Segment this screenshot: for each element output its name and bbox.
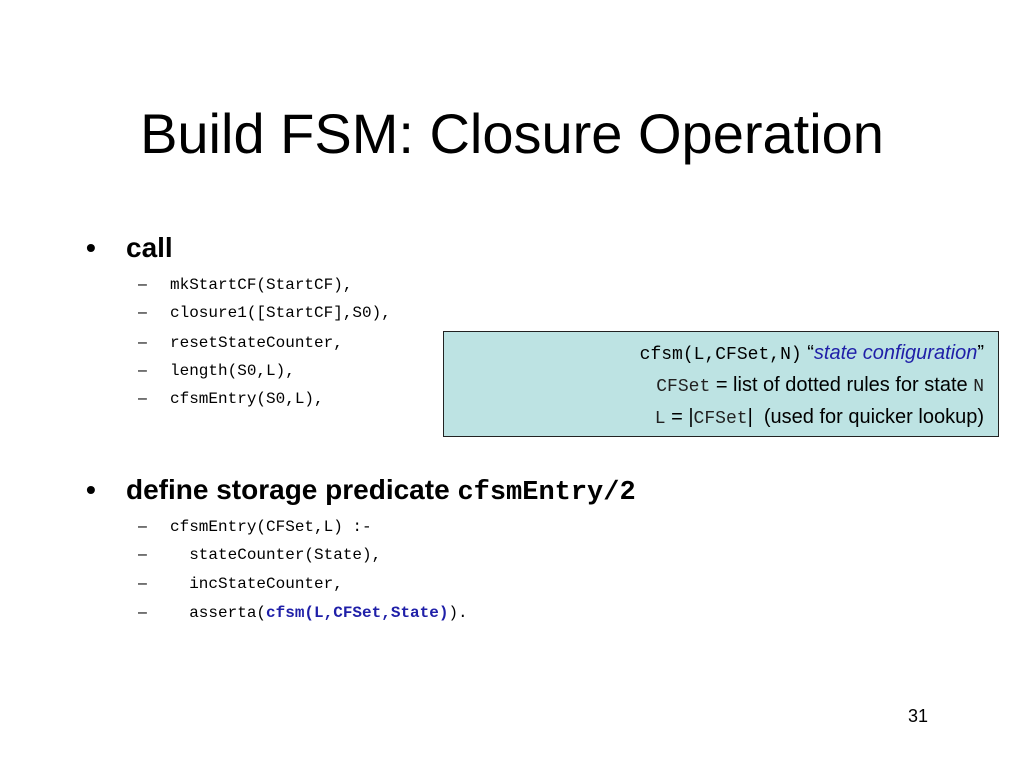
code-line: mkStartCF(StartCF), <box>170 276 353 294</box>
sub-item: – cfsmEntry(S0,L), <box>138 389 324 409</box>
bullet-label: call <box>126 232 173 263</box>
bullet-marker: • <box>86 474 96 505</box>
dash-marker: – <box>138 304 147 321</box>
page-number: 31 <box>908 706 929 726</box>
quote-open: “ <box>801 342 814 364</box>
sub-item: – closure1([StartCF],S0), <box>138 303 391 323</box>
dash-marker: – <box>138 390 147 407</box>
callout-line-1: cfsm(L,CFSet,N) “state configuration” <box>640 340 984 368</box>
callout-text: = | <box>665 406 694 428</box>
assert-argument: cfsm(L,CFSet,State) <box>266 604 449 622</box>
callout-code: cfsm(L,CFSet,N) <box>639 345 802 365</box>
code-line: length(S0,L), <box>170 362 295 380</box>
callout-text: | <box>747 406 753 428</box>
code-line: asserta( <box>170 604 267 622</box>
sub-item: – incStateCounter, <box>138 574 343 594</box>
callout-text: (used for quicker lookup) <box>752 406 984 428</box>
bullet-code: cfsmEntry/2 <box>457 478 636 508</box>
dash-marker: – <box>138 518 147 535</box>
bullet-label: define storage predicate <box>126 474 458 505</box>
dash-marker: – <box>138 575 147 592</box>
sub-item: – cfsmEntry(CFSet,L) :- <box>138 517 372 537</box>
callout-code: CFSet <box>656 377 711 397</box>
callout-code: L <box>654 409 666 429</box>
bullet-define-storage: • define storage predicate cfsmEntry/2 <box>86 474 636 509</box>
callout-italic-term: state configuration <box>813 342 978 364</box>
callout-line-3: L = |CFSet| (used for quicker lookup) <box>655 404 984 432</box>
dash-marker: – <box>138 546 147 563</box>
callout-code: CFSet <box>693 409 748 429</box>
sub-item: – resetStateCounter, <box>138 333 343 353</box>
code-line: stateCounter(State), <box>170 546 382 564</box>
callout-text: = list of dotted rules for state <box>710 374 974 396</box>
slide-title: Build FSM: Closure Operation <box>140 102 884 165</box>
code-line: resetStateCounter, <box>170 334 343 352</box>
dash-marker: – <box>138 362 147 379</box>
dash-marker: – <box>138 276 147 293</box>
sub-item: – length(S0,L), <box>138 361 295 381</box>
quote-close: ” <box>977 342 984 364</box>
code-line-tail: ). <box>448 604 468 622</box>
code-line: incStateCounter, <box>170 575 343 593</box>
code-line: closure1([StartCF],S0), <box>170 304 391 322</box>
sub-item: – mkStartCF(StartCF), <box>138 275 352 295</box>
dash-marker: – <box>138 604 147 621</box>
bullet-marker: • <box>86 232 96 263</box>
code-line: cfsmEntry(S0,L), <box>170 390 324 408</box>
sub-item: – stateCounter(State), <box>138 545 381 565</box>
callout-box: cfsm(L,CFSet,N) “state configuration” CF… <box>443 331 999 437</box>
callout-var: N <box>973 377 984 397</box>
dash-marker: – <box>138 334 147 351</box>
callout-line-2: CFSet = list of dotted rules for state N <box>656 372 984 400</box>
code-line: cfsmEntry(CFSet,L) :- <box>170 518 372 536</box>
sub-item: – asserta(cfsm(L,CFSet,State)). <box>138 603 468 623</box>
bullet-call: • call <box>86 232 173 264</box>
